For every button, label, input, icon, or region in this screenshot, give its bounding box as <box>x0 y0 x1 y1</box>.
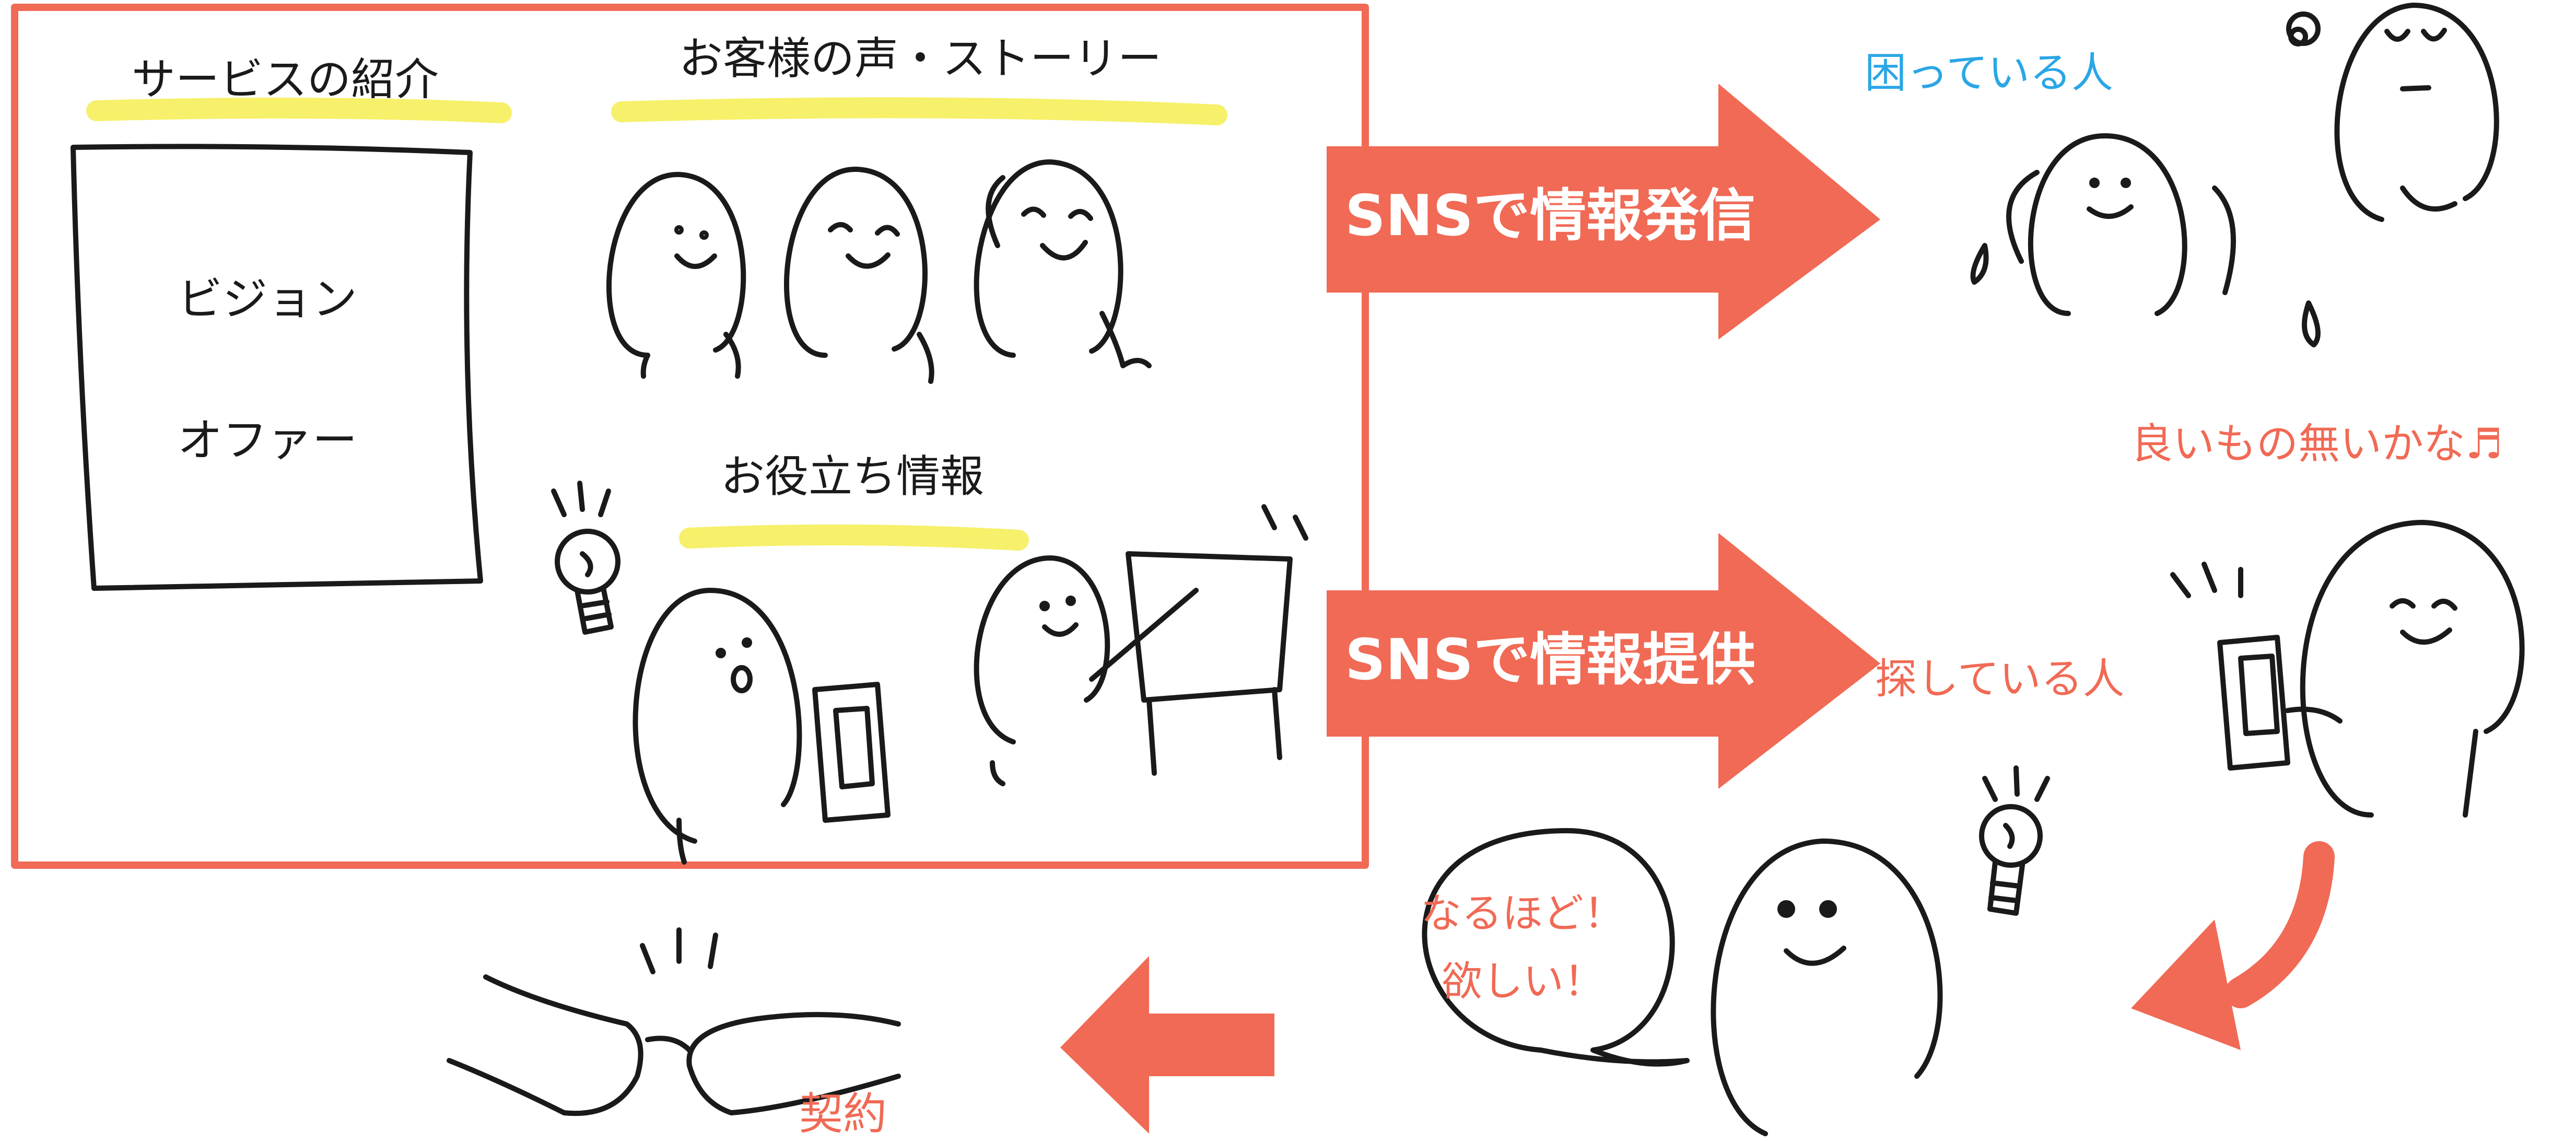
searching-label: 探している人 <box>1875 655 2125 703</box>
speech-bubble <box>1422 828 1690 1067</box>
contract-fist-bump <box>447 927 901 1116</box>
wish-label: 良いもの無いかな♬ <box>2131 420 2503 468</box>
idea-bulb-icon <box>1979 765 2050 916</box>
bubble-line-1: なるほど！ <box>1421 890 1625 937</box>
highlight-marks <box>86 97 1227 551</box>
customer-person-3 <box>974 159 1152 368</box>
content-frame <box>11 4 1369 869</box>
service-title: サービスの紹介 <box>132 54 439 105</box>
troubled-person-left <box>1970 133 2321 347</box>
contract-label: 契約 <box>799 1088 887 1139</box>
tips-person-phone <box>633 588 891 865</box>
troubled-person-right <box>2286 3 2499 222</box>
tips-title: お役立ち情報 <box>721 451 985 502</box>
troubled-label: 困っている人 <box>1865 49 2113 97</box>
customer-person-1 <box>606 171 746 379</box>
customer-person-2 <box>783 166 934 384</box>
bubble-line-2: 欲しい！ <box>1442 958 1605 1005</box>
arrow-send <box>1327 84 1880 340</box>
service-box <box>71 144 483 591</box>
arrow-send-label: SNSで情報発信 <box>1345 183 1755 249</box>
curved-arrow-head <box>2131 919 2241 1050</box>
convinced-person <box>1711 839 1943 1136</box>
tips-person-board <box>974 504 1308 786</box>
arrow-back <box>1060 956 1274 1134</box>
vision-label: ビジョン <box>178 273 357 325</box>
arrow-provide <box>1327 533 1880 789</box>
arrow-provide-label: SNSで情報提供 <box>1345 627 1755 693</box>
offer-label: オファー <box>178 414 357 467</box>
searching-person <box>2170 520 2525 818</box>
tips-bulb-icon <box>551 481 620 635</box>
voice-title: お客様の声・ストーリー <box>679 33 1162 84</box>
curved-arrow <box>2225 841 2335 1008</box>
